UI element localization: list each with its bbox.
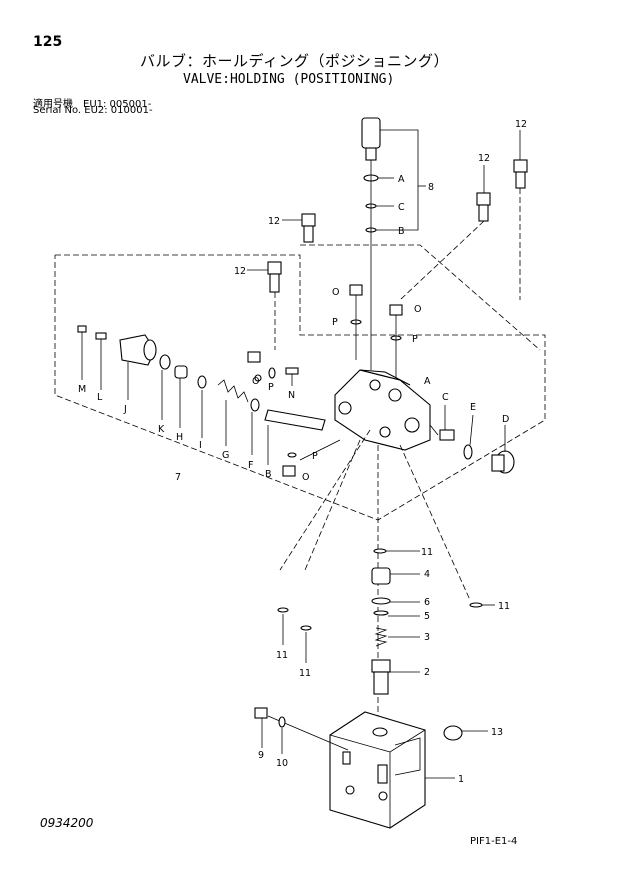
callout-10: 10 — [276, 758, 288, 769]
callout-top-c: C — [398, 202, 405, 213]
callout-8: 8 — [428, 182, 434, 193]
callout-12-a: 12 — [515, 119, 527, 130]
callout-12-d: 12 — [234, 266, 246, 277]
part-10 — [278, 716, 286, 754]
callout-j: J — [123, 404, 127, 415]
callout-5: 5 — [424, 611, 430, 622]
part-n — [285, 367, 299, 386]
part-l — [95, 332, 107, 390]
callout-g: G — [222, 450, 229, 461]
callout-9: 9 — [258, 750, 264, 761]
valve-group-boundary — [300, 244, 541, 351]
callout-7: 7 — [175, 472, 181, 483]
part-e — [463, 414, 474, 460]
callout-k: K — [158, 424, 165, 435]
page-title-english: VALVE:HOLDING (POSITIONING) — [183, 72, 395, 87]
plug-o-upper — [349, 284, 363, 360]
document-number: 0934200 — [40, 816, 94, 830]
sheet-code: PIF1-E1-4 — [470, 836, 518, 847]
callout-11-right: 11 — [498, 601, 510, 612]
callout-12-b: 12 — [478, 153, 490, 164]
part-j — [119, 334, 157, 400]
part-11-upper — [373, 548, 420, 554]
callout-11-lower-left: 11 — [276, 650, 288, 661]
callout-m: M — [78, 384, 86, 395]
callout-top-b: B — [398, 226, 405, 237]
part-b-spool — [264, 409, 326, 465]
part-k — [159, 354, 171, 420]
valve-block-1 — [329, 711, 455, 829]
callout-b-left: B — [265, 469, 272, 480]
part-f — [250, 398, 260, 455]
part-2 — [371, 659, 420, 695]
callout-p-right: P — [412, 334, 418, 345]
serial-range-japanese: 適用号機 EU1: 005001- — [33, 99, 152, 110]
part-c-right — [439, 405, 455, 441]
part-g-spring — [217, 379, 249, 446]
part-11-lower-center — [300, 625, 312, 663]
part-11-lower-left — [277, 607, 289, 645]
callout-11-lower-center: 11 — [299, 668, 311, 679]
callout-6: 6 — [424, 597, 430, 608]
callout-12-c: 12 — [268, 216, 280, 227]
callout-n: N — [288, 390, 295, 401]
callout-o-right: O — [414, 304, 421, 315]
callout-o-left: O — [252, 376, 259, 387]
callout-f: F — [248, 460, 253, 471]
callout-o-lower: O — [302, 472, 309, 483]
callout-a-right: A — [424, 376, 431, 387]
part-6 — [371, 597, 420, 605]
socket-screw-12-c — [282, 213, 316, 243]
part-11-right — [469, 602, 495, 608]
part-d — [491, 425, 515, 474]
part-3-spring — [374, 627, 420, 647]
part-i — [197, 375, 207, 438]
callout-p-lower: P — [312, 451, 318, 462]
callout-11-upper: 11 — [421, 547, 433, 558]
callout-l: L — [97, 392, 103, 403]
callout-h: H — [176, 432, 183, 443]
callout-d: D — [502, 414, 509, 425]
valve-body-upper — [334, 369, 431, 451]
callout-top-a: A — [398, 174, 405, 185]
socket-screw-12-d — [247, 261, 282, 350]
serial-range-english: Serial No. EU2: 010001- — [33, 105, 153, 116]
part-o-left — [247, 351, 262, 382]
part-5 — [373, 610, 420, 617]
callout-2: 2 — [424, 667, 430, 678]
part-h — [174, 365, 188, 428]
part-p-lower — [282, 452, 297, 477]
part-13-oring — [443, 725, 488, 741]
callout-i: I — [199, 440, 202, 451]
callout-p-upper: P — [332, 317, 338, 328]
part-4 — [371, 567, 420, 585]
callout-e: E — [470, 402, 476, 413]
check-valve-8 — [361, 117, 426, 370]
page-number: 125 — [33, 34, 63, 50]
callout-c-right: C — [442, 392, 449, 403]
part-m — [77, 325, 87, 380]
socket-screw-12-b — [399, 165, 491, 301]
socket-screw-12-a — [513, 130, 528, 300]
callout-1: 1 — [458, 774, 464, 785]
part-9 — [254, 707, 349, 751]
part-p-left — [268, 367, 276, 379]
callout-o-upper: O — [332, 287, 339, 298]
callout-13: 13 — [491, 727, 503, 738]
sub-assembly-boundary — [54, 254, 546, 521]
page-title-japanese: バルブ：ホールディング（ポジショニング） — [140, 52, 449, 70]
callout-4: 4 — [424, 569, 430, 580]
plug-o-right — [389, 304, 403, 385]
callout-3: 3 — [424, 632, 430, 643]
callout-p-left: P — [268, 382, 274, 393]
